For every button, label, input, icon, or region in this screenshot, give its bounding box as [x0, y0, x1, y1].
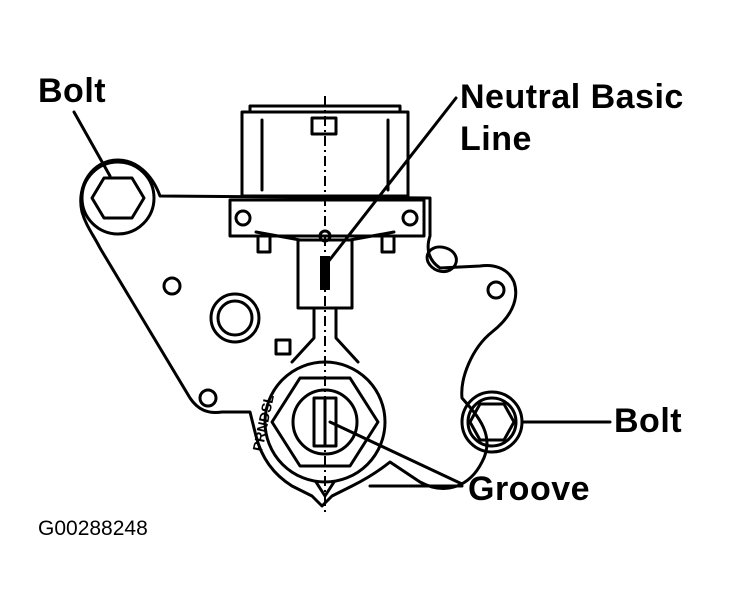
leader-bolt-left: [72, 110, 112, 178]
bracket-screw-right: [401, 209, 419, 227]
neutral-mark: [320, 256, 330, 290]
plate-oval-slot: [425, 245, 458, 274]
leader-neutral-basic-line: [326, 96, 458, 264]
switch-plate-outline: [79, 158, 518, 508]
plate-hole-3: [486, 280, 506, 300]
bolt-right-head: [468, 402, 516, 442]
connector-latch: [310, 116, 338, 136]
shaft-groove: [312, 396, 338, 448]
connector-housing: [240, 110, 410, 198]
label-neutral-basic: Neutral Basic: [460, 78, 684, 116]
leader-groove-a: [328, 420, 464, 486]
bracket-screw-left: [234, 209, 252, 227]
pointer-arm: [290, 308, 360, 364]
bracket-foot-right: [380, 234, 396, 254]
shaft-hex-nut: [270, 376, 380, 468]
label-groove: Groove: [468, 470, 591, 508]
reference-code: G00288248: [38, 517, 148, 540]
bracket-foot-left: [256, 234, 272, 254]
plate-hole-large: [209, 292, 261, 344]
plate-hole-2: [198, 388, 218, 408]
sensor-stem: [296, 238, 354, 310]
bolt-right-washer-inner: [466, 396, 518, 448]
plate-square-tab: [274, 338, 292, 356]
plate-hole-1: [162, 276, 182, 296]
label-neutral-line: Line: [460, 120, 532, 158]
bracket-plate: [228, 198, 426, 238]
plate-hole-large-inner: [216, 299, 254, 337]
label-bolt-left: Bolt: [38, 72, 107, 110]
label-bolt-right: Bolt: [614, 402, 683, 440]
bolt-left-washer: [80, 160, 156, 236]
bolt-left-head: [90, 176, 146, 220]
